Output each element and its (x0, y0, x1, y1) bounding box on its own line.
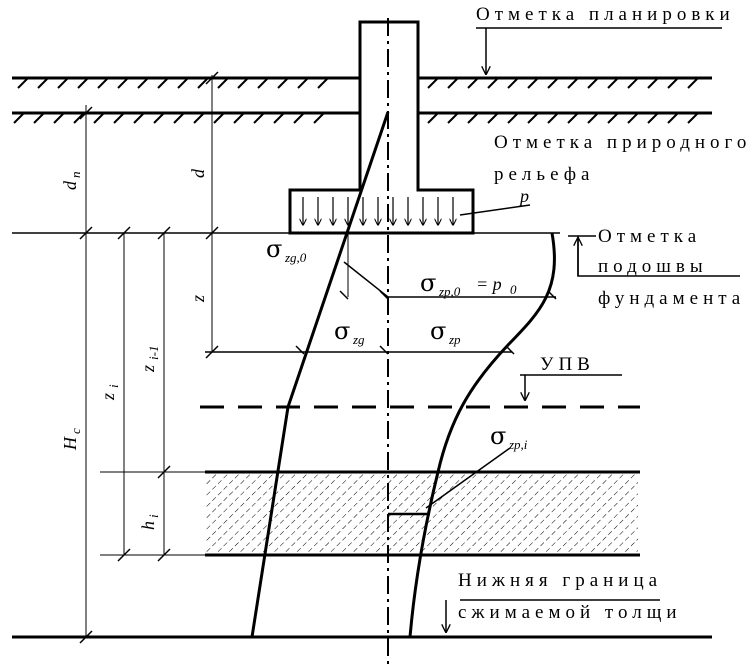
leader-lines (343, 27, 740, 632)
svg-text:0: 0 (510, 282, 517, 297)
svg-text:h: h (138, 521, 158, 530)
svg-text:σ: σ (420, 269, 436, 297)
svg-text:σ: σ (266, 235, 282, 263)
sigma-zg-diagram (250, 111, 390, 638)
hi-symbol: h i (138, 514, 161, 530)
footing-base-label-line3: фундамента (598, 288, 745, 309)
svg-text:zp,i: zp,i (508, 437, 528, 452)
svg-text:zg,0: zg,0 (284, 250, 307, 265)
load-p-label: p (518, 186, 529, 206)
dimension-ticks (79, 71, 219, 644)
zi-symbol: z i (98, 384, 121, 401)
lower-boundary-label-line1: Нижняя граница (458, 570, 662, 591)
svg-text:z: z (188, 295, 208, 303)
svg-text:σ: σ (334, 317, 350, 345)
svg-text:z: z (98, 393, 118, 401)
svg-text:d: d (60, 180, 80, 190)
natural-relief-label-line1: Отметка природного (494, 132, 750, 153)
svg-text:i-1: i-1 (146, 346, 161, 360)
zi1-symbol: z i-1 (138, 346, 161, 373)
footing-base-label-line2: подошвы (598, 256, 708, 277)
svg-text:z: z (138, 365, 158, 373)
svg-text:d: d (188, 168, 208, 178)
hc-symbol: H c (60, 428, 83, 451)
svg-text:i: i (146, 514, 161, 518)
sigma-zp0-label: σ zp,0 = p 0 (420, 269, 517, 299)
sigma-zg-label: σ zg (334, 317, 365, 347)
planning-mark-label: Отметка планировки (476, 4, 735, 25)
svg-text:i: i (106, 384, 121, 388)
dn-symbol: d n (60, 172, 83, 191)
z-symbol: z (188, 295, 208, 303)
footing-base-label-line1: Отметка (598, 226, 701, 247)
base-pressure-arrows (303, 197, 453, 225)
natural-relief-label-line2: рельефа (494, 164, 595, 185)
svg-text:H: H (60, 436, 80, 451)
svg-text:σ: σ (490, 422, 506, 450)
d-symbol: d (188, 168, 208, 178)
sigma-zpi-label: σ zp,i (490, 422, 528, 452)
sigma-zg0-label: σ zg,0 (266, 235, 307, 265)
sigma-zp-diagram (408, 232, 556, 638)
lower-boundary-label-line2: сжимаемой толщи (458, 602, 682, 623)
svg-text:c: c (68, 428, 83, 434)
svg-text:zp,0: zp,0 (438, 284, 461, 299)
dimension-lines (85, 75, 213, 637)
svg-text:n: n (68, 172, 83, 179)
svg-text:zg: zg (352, 332, 365, 347)
svg-text:σ: σ (430, 317, 446, 345)
sigma-zp-label: σ zp (430, 317, 461, 347)
svg-text:= p: = p (476, 274, 502, 294)
groundwater-label: УПВ (540, 354, 595, 375)
svg-text:zp: zp (448, 332, 461, 347)
